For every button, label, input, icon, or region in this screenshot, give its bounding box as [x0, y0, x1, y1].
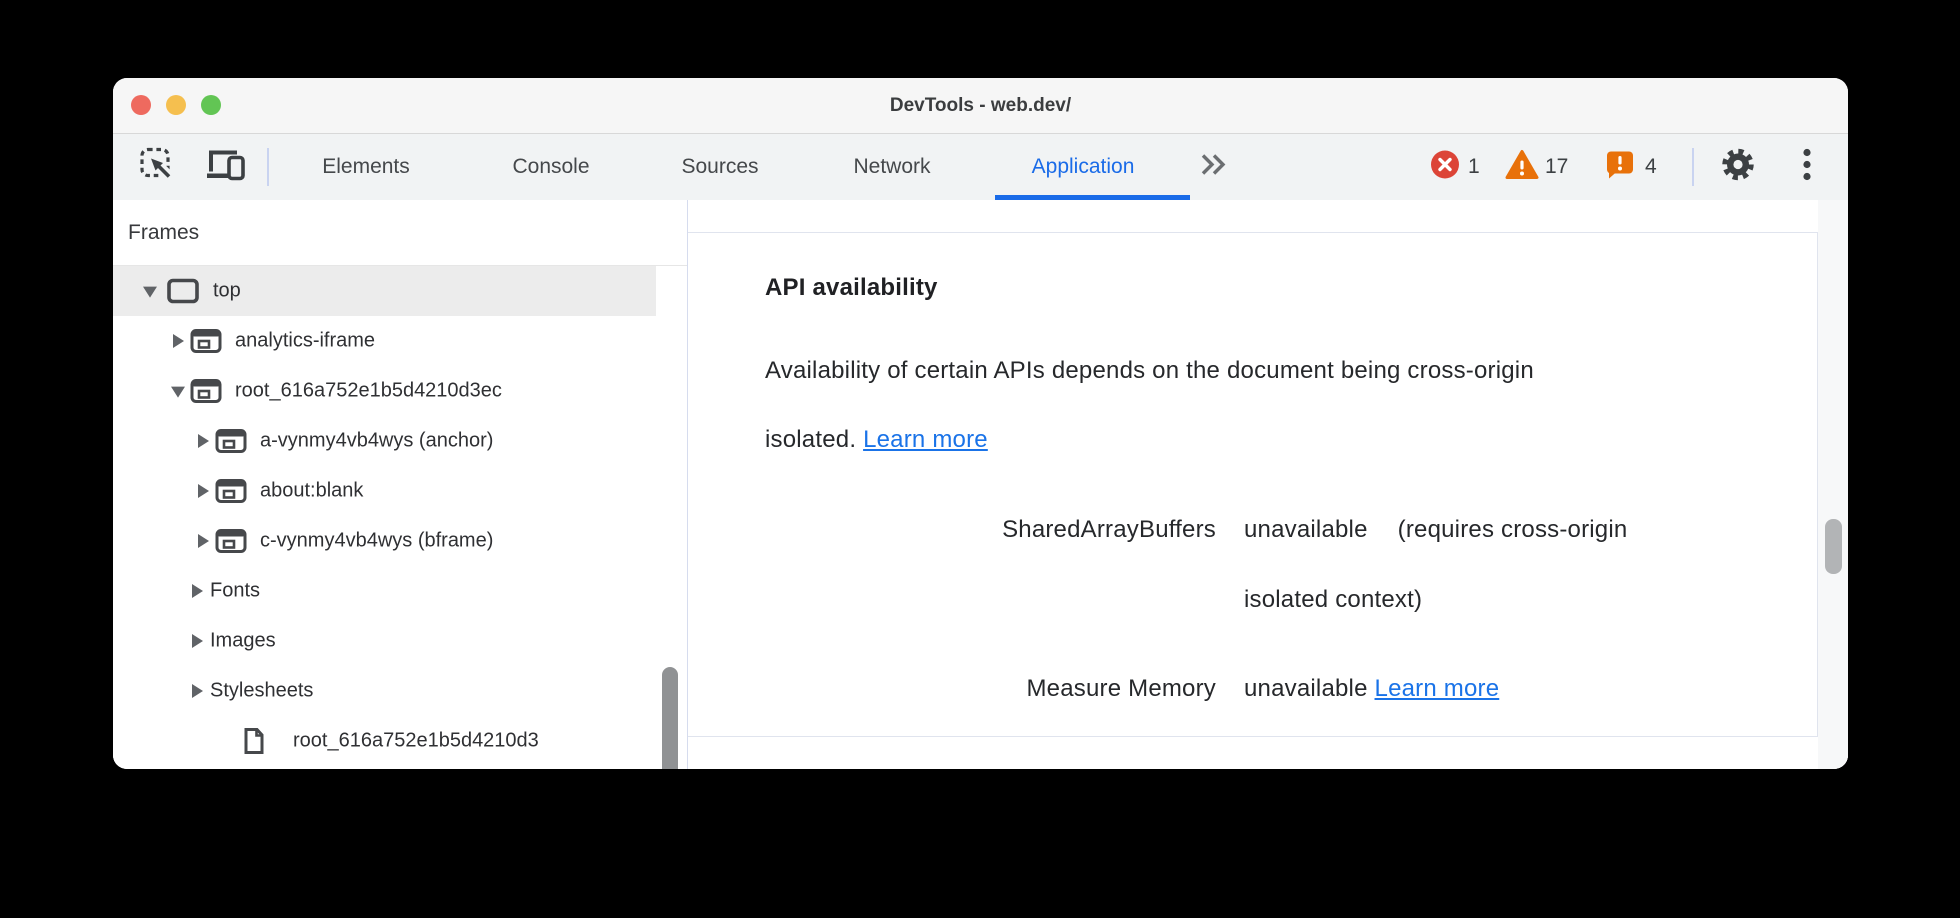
document-icon — [244, 728, 264, 754]
more-options-button[interactable] — [1801, 148, 1813, 187]
error-count: 1 — [1468, 155, 1480, 178]
expand-arrow-icon[interactable] — [192, 634, 203, 648]
expand-arrow-icon[interactable] — [173, 334, 184, 348]
devtools-window: DevTools - web.dev/ — [113, 78, 1848, 769]
frames-sidebar: Frames top — [113, 200, 687, 769]
tab-network[interactable]: Network — [853, 155, 931, 178]
frame-details-view: API availability Availability of certain… — [688, 200, 1848, 769]
toggle-device-toolbar-button[interactable] — [205, 148, 247, 187]
expand-arrow-icon[interactable] — [198, 434, 209, 448]
errors-button[interactable] — [1430, 150, 1460, 185]
section-heading: API availability — [765, 274, 938, 301]
error-icon — [1431, 150, 1459, 179]
more-tabs-button[interactable] — [1199, 154, 1229, 181]
tree-row-label: a-vynmy4vb4wys (anchor) — [260, 429, 494, 452]
selected-tab-underline — [995, 195, 1190, 200]
report-value: unavailable (requires cross-origin — [1244, 516, 1627, 544]
iframe-icon — [215, 529, 247, 553]
tree-row-root-frame[interactable]: root_616a752e1b5d4210d3ec — [113, 366, 656, 416]
main-scrollbar-track — [1818, 200, 1848, 769]
description-text: isolated. — [765, 426, 857, 453]
value-note-line2: isolated context) — [1244, 586, 1423, 613]
warning-count: 17 — [1545, 155, 1569, 178]
warnings-button[interactable] — [1505, 150, 1539, 185]
frames-tree: top analytics-iframe — [113, 266, 687, 769]
tree-row-label: c-vynmy4vb4wys (bframe) — [260, 529, 494, 552]
frame-icon — [167, 278, 199, 304]
issues-button[interactable] — [1605, 150, 1635, 185]
value-text: unavailable — [1244, 675, 1368, 702]
iframe-icon — [215, 429, 247, 453]
tree-row-top[interactable]: top — [113, 266, 656, 316]
tree-row-label: top — [213, 279, 241, 302]
warning-icon — [1505, 150, 1539, 179]
sidebar-vertical-scrollbar[interactable] — [662, 667, 678, 769]
tree-row-label: about:blank — [260, 479, 364, 502]
panel-content: Frames top — [113, 200, 1848, 769]
issues-count: 4 — [1645, 155, 1657, 178]
tree-row-analytics-iframe[interactable]: analytics-iframe — [113, 316, 656, 366]
issues-icon — [1607, 151, 1633, 179]
tree-row-anchor-frame[interactable]: a-vynmy4vb4wys (anchor) — [113, 416, 656, 466]
tree-row-root-document[interactable]: root_616a752e1b5d4210d3 — [113, 716, 656, 766]
tab-console[interactable]: Console — [512, 155, 590, 178]
expand-arrow-icon[interactable] — [192, 584, 203, 598]
inspect-cursor-icon — [140, 147, 174, 182]
window-title: DevTools - web.dev/ — [889, 95, 1072, 116]
close-window-button[interactable] — [131, 95, 151, 115]
value-note-line1: (requires cross-origin — [1397, 516, 1628, 543]
kebab-menu-icon — [1803, 148, 1811, 181]
chevron-double-right-icon — [1201, 154, 1226, 175]
tree-row-fonts[interactable]: Fonts — [113, 566, 656, 616]
iframe-icon — [190, 379, 222, 403]
section-description-line1: Availability of certain APIs depends on … — [765, 357, 1534, 384]
expand-arrow-icon[interactable] — [198, 484, 209, 498]
tree-row-images[interactable]: Images — [113, 616, 656, 666]
learn-more-link[interactable]: Learn more — [1374, 675, 1500, 702]
report-value: unavailable Learn more — [1244, 675, 1499, 703]
iframe-icon — [190, 329, 222, 353]
value-text: unavailable — [1244, 516, 1368, 543]
tree-row-stylesheets[interactable]: Stylesheets — [113, 666, 656, 716]
tree-row-label: root_616a752e1b5d4210d3 — [293, 729, 539, 752]
collapse-arrow-icon[interactable] — [171, 386, 185, 398]
report-key: Measure Memory — [1026, 675, 1216, 702]
tree-row-label: Fonts — [210, 579, 261, 602]
learn-more-link[interactable]: Learn more — [863, 426, 988, 453]
titlebar: DevTools - web.dev/ — [113, 78, 1848, 134]
tree-row-bframe[interactable]: c-vynmy4vb4wys (bframe) — [113, 516, 656, 566]
frames-pane-header: Frames — [113, 200, 687, 266]
expand-arrow-icon[interactable] — [192, 684, 203, 698]
tree-row-label: root_616a752e1b5d4210d3ec — [235, 379, 502, 402]
tab-elements[interactable]: Elements — [322, 155, 410, 178]
main-vertical-scrollbar[interactable] — [1825, 519, 1842, 574]
tree-row-label: Stylesheets — [210, 679, 314, 702]
tree-row-label: analytics-iframe — [235, 329, 376, 352]
toolbar-separator — [267, 148, 269, 186]
zoom-window-button[interactable] — [201, 95, 221, 115]
settings-button[interactable] — [1720, 147, 1756, 188]
tree-row-about-blank[interactable]: about:blank — [113, 466, 656, 516]
gear-icon — [1722, 148, 1754, 181]
report-key: SharedArrayBuffers — [1002, 516, 1216, 543]
devtools-toolbar: Elements Console Sources Network Applica… — [113, 134, 1848, 201]
inspect-element-button[interactable] — [139, 147, 175, 188]
tree-row-label: Images — [210, 629, 276, 652]
collapse-arrow-icon[interactable] — [143, 286, 157, 298]
expand-arrow-icon[interactable] — [198, 534, 209, 548]
iframe-icon — [215, 479, 247, 503]
api-availability-section: API availability Availability of certain… — [688, 232, 1818, 737]
sidebar-divider[interactable] — [687, 200, 688, 769]
tab-sources[interactable]: Sources — [681, 155, 759, 178]
section-description-line2: isolated. Learn more — [765, 426, 988, 454]
device-toolbar-icon — [207, 150, 245, 181]
tab-application[interactable]: Application — [1031, 155, 1135, 178]
toolbar-separator — [1692, 148, 1694, 186]
minimize-window-button[interactable] — [166, 95, 186, 115]
